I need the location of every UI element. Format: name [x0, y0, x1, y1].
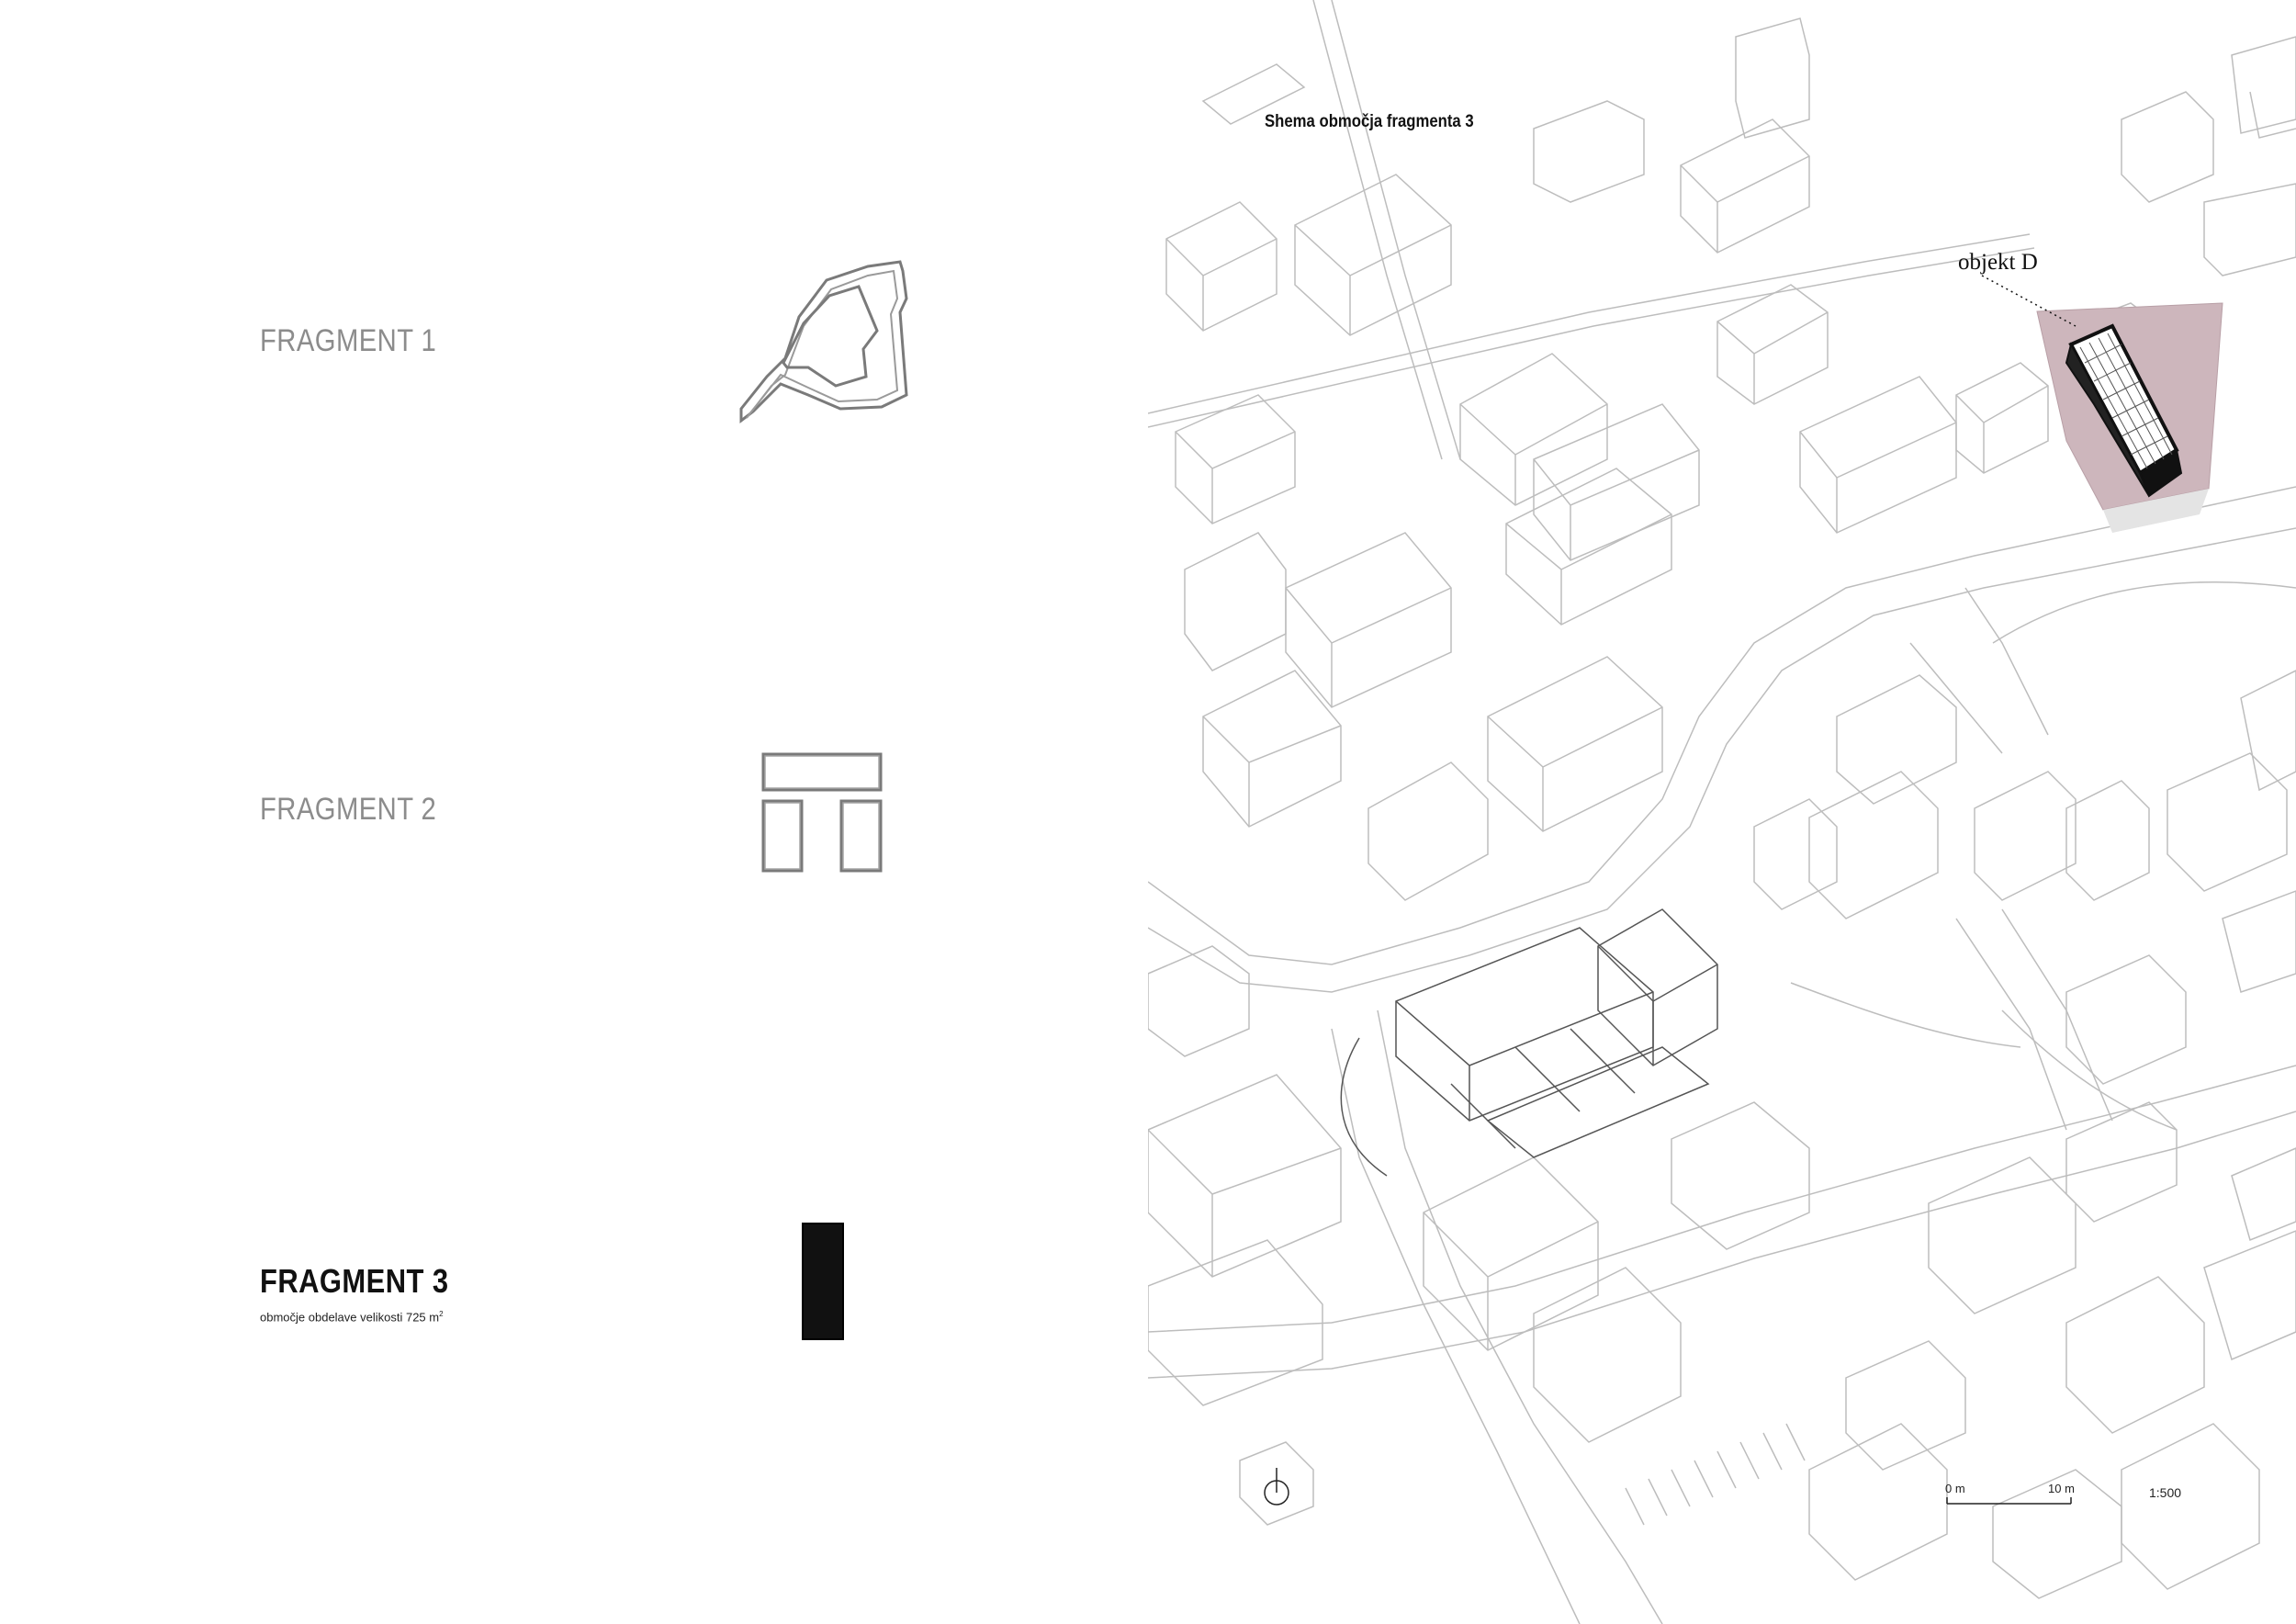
- fragment-2-shape-icon: [761, 752, 883, 873]
- central-courtyard-buildings: [1340, 908, 1718, 1177]
- objekt-d-label: objekt D: [1958, 250, 2038, 275]
- area-unit-superscript: 2: [439, 1310, 444, 1318]
- fragment-1-shape-icon: [739, 260, 908, 424]
- site-map-page: Shema območja fragmenta 3 objekt D 0 m 1…: [1148, 0, 2296, 1624]
- map-title: Shema območja fragmenta 3: [1265, 112, 1474, 131]
- fragment-3-caption-text: območje obdelave velikosti 725 m: [260, 1310, 440, 1325]
- scale-bar: 0 m 10 m: [1945, 1482, 2075, 1509]
- scale-bar-end-label: 10 m: [2048, 1482, 2075, 1495]
- scale-bar-graphic: [1946, 1497, 2072, 1505]
- background-buildings: [1148, 0, 2296, 1624]
- fragment-3-shape-icon: [802, 1223, 844, 1340]
- objekt-d-leader-line: [1981, 275, 2077, 327]
- scale-ratio: 1:500: [2149, 1485, 2182, 1500]
- fragment-3-label: FRAGMENT 3: [260, 1262, 449, 1300]
- left-page: FRAGMENT 1 FRAGMENT 2 FRAGMENT 3 območje…: [260, 260, 908, 1340]
- scale-bar-start-label: 0 m: [1945, 1482, 1965, 1495]
- fragment-1-label: FRAGMENT 1: [260, 323, 437, 358]
- north-arrow-icon: [1264, 1468, 1289, 1506]
- axonometric-site-map: [1148, 0, 2296, 1624]
- fragment-2-label: FRAGMENT 2: [260, 792, 437, 827]
- objekt-d-ground-shadow: [2103, 489, 2209, 533]
- fragment-3-caption: območje obdelave velikosti 725 m2: [260, 1310, 444, 1324]
- objekt-d-building: [2065, 323, 2183, 498]
